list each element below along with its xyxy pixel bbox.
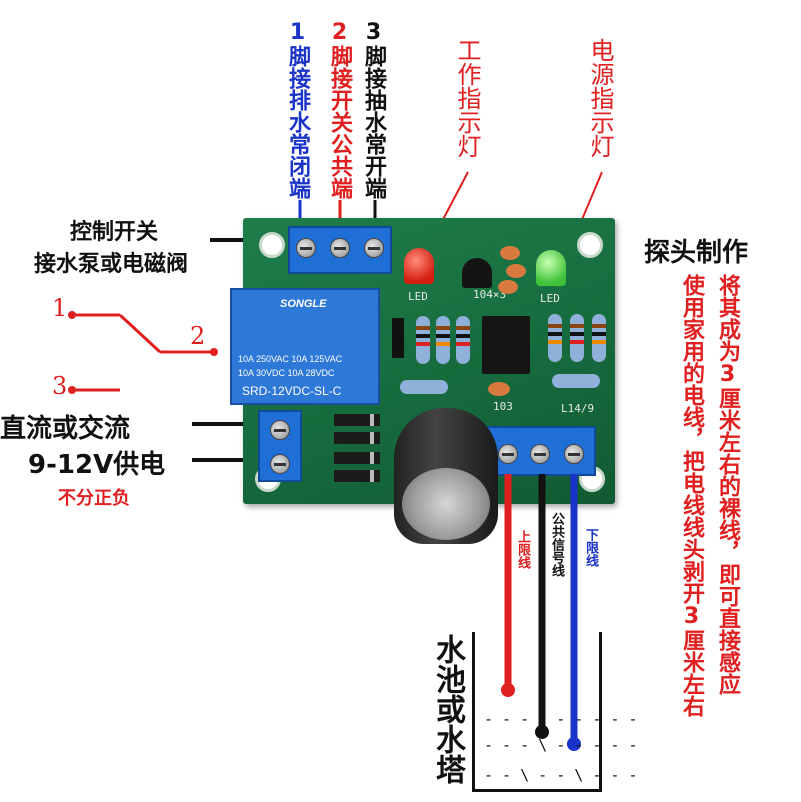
probe-instruction-col2: 使用家用的电线，把电线线头剥开3厘米左右: [679, 274, 704, 717]
green-led: [536, 250, 566, 286]
green-led-label: LED: [540, 292, 560, 305]
relay-rating-line2: 10A 30VDC 10A 28VDC: [238, 368, 335, 378]
pin3-label: 3脚接抽水常开端: [361, 20, 386, 199]
probe-instruction-col1: 将其成为3厘米左右的裸线，即可直接感应: [715, 274, 740, 695]
pin1-label: 1脚接排水常闭端: [285, 20, 310, 199]
electrolytic-capacitor: [394, 408, 498, 544]
probe-title: 探头制作: [644, 238, 749, 268]
polarity-note: 不分正负: [58, 488, 130, 509]
ceramic-cap-2: [506, 264, 526, 278]
power-terminal-block[interactable]: [258, 410, 302, 482]
relay-brand: SONGLE: [280, 298, 327, 310]
mount-hole-tr: [577, 232, 603, 258]
water-level-line-2: - - - \ - - - - -: [484, 736, 638, 754]
ceramic-cap-3: [498, 280, 518, 294]
red-led-label: LED: [408, 290, 428, 303]
terminal-screw-2[interactable]: [330, 238, 350, 258]
ceramic-cap-4: [488, 382, 510, 396]
supply-label-line2: 9-12V供电: [28, 450, 166, 480]
tank-label: 水池或水塔: [430, 634, 465, 784]
transistor: [462, 258, 492, 288]
red-led: [404, 248, 434, 284]
board-mark: L14/9: [561, 402, 595, 415]
probe-screw-lower[interactable]: [564, 444, 584, 464]
work-led-label: 工作指示灯: [453, 38, 481, 158]
resistor-7: [552, 374, 600, 388]
relay-model: SRD-12VDC-SL-C: [242, 384, 342, 398]
power-screw-2[interactable]: [270, 454, 290, 474]
ceramic-cap-1: [500, 246, 520, 260]
relay-rating-line1: 10A 250VAC 10A 125VAC: [238, 354, 343, 364]
resistor-4: [548, 314, 562, 362]
rectifier-diode-1: [334, 414, 380, 426]
rectifier-diode-4: [334, 470, 380, 482]
control-label-line2: 接水泵或电磁阀: [34, 252, 189, 277]
resistor-6: [592, 314, 606, 362]
relay-contact-number-1: 1: [52, 294, 68, 322]
chip-label: 104×3: [473, 288, 507, 301]
contact-dot-3: [68, 386, 76, 394]
supply-label-line1: 直流或交流: [0, 414, 131, 444]
mount-hole-tl: [259, 232, 285, 258]
upper-wire-label: 上限线: [515, 530, 530, 569]
terminal-screw-1[interactable]: [296, 238, 316, 258]
relay-contact-number-3: 3: [52, 372, 68, 400]
control-label-line1: 控制开关: [70, 220, 159, 245]
terminal-screw-3[interactable]: [364, 238, 384, 258]
water-level-line-3: - - \ - - \ - - -: [484, 766, 638, 784]
probe-screw-common[interactable]: [530, 444, 550, 464]
resistor-1: [416, 316, 430, 364]
pin2-label: 2脚接开关公共端: [327, 20, 352, 199]
probe-terminal-block[interactable]: [482, 426, 596, 476]
rectifier-diode-3: [334, 452, 380, 464]
relay-contact-number-2: 2: [190, 322, 206, 350]
resistor-3: [456, 316, 470, 364]
resistor-2: [436, 316, 450, 364]
water-tank: [472, 632, 602, 792]
output-terminal-block[interactable]: [288, 226, 392, 274]
contact-dot-1: [68, 311, 76, 319]
cap-code-label: 103: [493, 400, 513, 413]
common-wire-label: 公共信号线: [549, 512, 564, 577]
capacitor-top: [402, 468, 490, 540]
ic-chip: [482, 316, 530, 374]
rectifier-diode-2: [334, 432, 380, 444]
resistor-5: [570, 314, 584, 362]
power-led-label: 电源指示灯: [586, 38, 614, 158]
probe-screw-upper[interactable]: [498, 444, 518, 464]
signal-diode: [392, 318, 404, 358]
resistor-8: [400, 380, 448, 394]
power-screw-1[interactable]: [270, 420, 290, 440]
water-level-line-1: - - - - - - - - -: [484, 710, 638, 728]
contact-dot-2: [210, 348, 218, 356]
lower-wire-label: 下限线: [583, 528, 598, 567]
relay: SONGLE 10A 250VAC 10A 125VAC 10A 30VDC 1…: [230, 288, 380, 405]
